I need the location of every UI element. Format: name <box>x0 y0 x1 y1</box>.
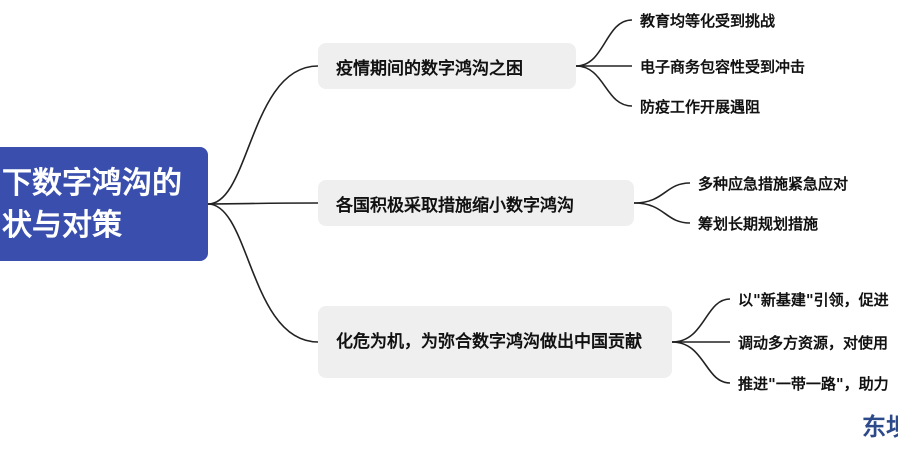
root-title-line1: 下数字鸿沟的 <box>2 166 182 201</box>
leaf-1-2: 电子商务包容性受到冲击 <box>640 58 806 76</box>
connector-b1-l3 <box>575 65 633 107</box>
watermark-text: 东坝 <box>862 413 898 441</box>
connector-root-b2 <box>207 202 319 205</box>
branch-label-2: 各国积极采取措施缩小数字鸿沟 <box>336 195 574 216</box>
branch-label-1: 疫情期间的数字鸿沟之困 <box>336 58 523 79</box>
connector-b1-l1 <box>575 19 633 67</box>
root-title-line2: 状与对策 <box>2 208 122 243</box>
connector-b3-l1 <box>671 298 731 343</box>
connector-b2-l1 <box>633 182 691 204</box>
connector-b3-l3 <box>671 341 731 384</box>
connector-root-b1 <box>207 65 319 205</box>
leaf-2-1: 多种应急措施紧急应对 <box>698 175 849 193</box>
leaf-3-3: 推进"一带一路"，助力 <box>738 375 889 393</box>
leaf-1-1: 教育均等化受到挑战 <box>640 12 776 30</box>
branch-node-1: 疫情期间的数字鸿沟之困 <box>318 43 576 89</box>
root-node: 下数字鸿沟的 状与对策 <box>0 147 208 261</box>
leaf-3-2: 调动多方资源，对使用 <box>738 334 889 352</box>
branch-node-2: 各国积极采取措施缩小数字鸿沟 <box>318 180 634 226</box>
connector-root-b3 <box>207 203 319 343</box>
leaf-3-1: 以"新基建"引领，促进 <box>738 291 889 309</box>
connector-b2-l2 <box>633 202 691 224</box>
branch-node-3: 化危为机，为弥合数字鸿沟做出中国贡献 <box>318 306 672 378</box>
leaf-2-2: 筹划长期规划措施 <box>698 215 819 233</box>
leaf-1-3: 防疫工作开展遇阻 <box>640 98 761 116</box>
branch-label-3: 化危为机，为弥合数字鸿沟做出中国贡献 <box>336 331 642 352</box>
